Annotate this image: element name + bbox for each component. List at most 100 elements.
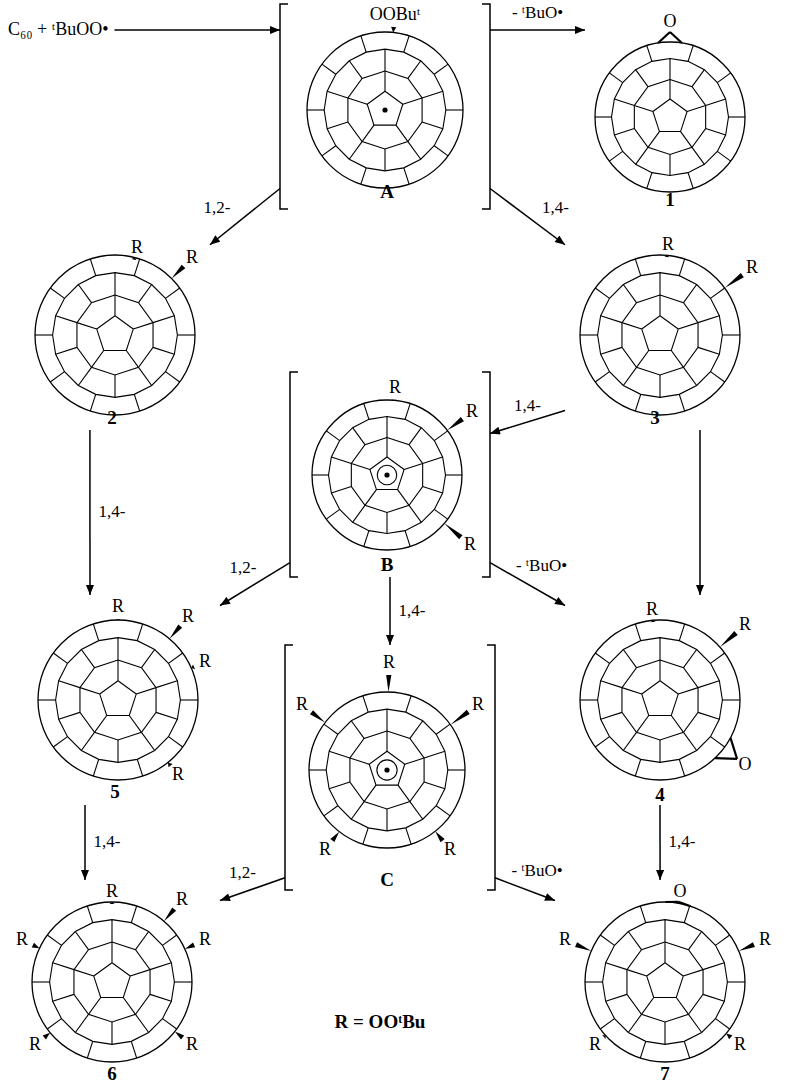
reaction-arrow: [389, 577, 391, 645]
cage-bond: [448, 769, 465, 770]
cage-bond: [168, 653, 182, 663]
cage-bond: [386, 513, 387, 534]
cage-bond: [353, 428, 365, 445]
cage-bond: [56, 638, 181, 763]
substituent-label: R: [172, 765, 184, 785]
cage-bond: [100, 681, 137, 716]
cage-bond: [329, 751, 350, 758]
cage-bond: [117, 638, 118, 660]
wedge-bond: [575, 942, 591, 951]
cage-bond: [53, 963, 74, 970]
structure-drawing: [32, 902, 195, 1062]
cage-bond: [689, 1014, 702, 1032]
cage-bond: [114, 375, 115, 397]
cage-bond: [664, 942, 665, 963]
structure-box: RRO4: [565, 595, 765, 805]
cage-bond: [134, 259, 139, 276]
cage-bond: [353, 505, 365, 522]
wedge-bond: [435, 831, 444, 842]
cage-bond: [436, 724, 450, 734]
cage-bond: [50, 288, 64, 298]
cage-bond: [710, 288, 724, 298]
substituent-label: R: [199, 652, 211, 672]
cage-bond: [350, 758, 369, 764]
cage-bond: [349, 61, 362, 79]
bracket: [290, 372, 298, 577]
cage-bond: [136, 932, 149, 950]
cage-bond: [32, 981, 50, 982]
cage-bond: [669, 80, 670, 100]
structure-drawing: [280, 4, 490, 209]
wedge-bond: [43, 1033, 50, 1040]
cage-bond: [679, 259, 684, 276]
cage-bond: [679, 394, 684, 411]
compound-label: 2: [107, 408, 117, 429]
reactant-box: C₆₀ + ᵗBuOO•: [5, 15, 114, 45]
cage-bond: [351, 463, 370, 469]
wedge-bond: [450, 710, 469, 725]
cage-bond: [434, 431, 447, 441]
substituent-label: O: [739, 755, 752, 775]
cage-bond: [130, 970, 150, 976]
wedge-bond: [650, 620, 655, 622]
reaction-label: 1,4-: [667, 833, 698, 852]
wedge-bond: [664, 255, 669, 257]
epoxide-bond: [730, 738, 737, 759]
cage-bond: [446, 109, 463, 110]
cage-bond: [38, 699, 56, 700]
bracket: [482, 372, 490, 577]
structure-box: RRRB: [290, 372, 490, 577]
cage-outline: [580, 620, 740, 780]
radical-ring: [377, 760, 397, 780]
cage-bond: [671, 351, 683, 368]
cage-bond: [410, 802, 423, 820]
structure-box: OOBuᵗA: [280, 4, 490, 209]
cage-bond: [614, 129, 634, 135]
substituent-label: R: [464, 535, 476, 555]
reaction-arrow: [114, 29, 280, 31]
cage-bond: [386, 731, 387, 751]
cage-bond: [312, 474, 329, 475]
cage-bond: [165, 288, 179, 298]
cage-bond: [91, 351, 103, 368]
cage-bond: [162, 1019, 176, 1029]
reaction-arrow: [495, 878, 555, 901]
cage-bond: [408, 61, 421, 79]
reaction-arrow: [699, 430, 701, 595]
cage-bond: [324, 49, 446, 171]
cage-bond: [136, 1014, 149, 1032]
cage-bond: [423, 457, 443, 463]
cage-bond: [349, 142, 362, 160]
reactant-text: C₆₀ + ᵗBuOO•: [8, 20, 108, 40]
legend-note: R = OOᵗBu: [335, 1012, 426, 1033]
cage-bond: [692, 70, 704, 87]
cage-bond: [634, 105, 653, 111]
cage-bond: [688, 46, 693, 62]
cage-bond: [153, 316, 174, 323]
substituent-label: R: [389, 378, 401, 398]
cage-outline: [309, 692, 465, 848]
cage-bond: [622, 295, 698, 375]
bracket: [487, 645, 495, 890]
cage-bond: [603, 920, 728, 1045]
cage-bond: [361, 168, 366, 184]
cage-bond: [409, 505, 421, 522]
cage-outline: [38, 620, 198, 780]
cage-bond: [386, 809, 387, 831]
cage-bond: [642, 316, 679, 351]
substituent-label: R: [383, 653, 395, 673]
cage-bond: [137, 759, 142, 776]
cage-bond: [422, 91, 443, 98]
cage-bond: [77, 323, 97, 329]
cage-bond: [623, 732, 636, 750]
cage-bond: [698, 347, 719, 354]
cage-bond: [434, 509, 447, 519]
cage-bond: [150, 963, 171, 970]
cage-bond: [351, 438, 422, 513]
cage-bond: [727, 981, 745, 982]
cage-bond: [684, 367, 697, 385]
cage-bond: [722, 699, 740, 700]
bracket: [482, 4, 490, 209]
wedge-bond: [391, 399, 396, 401]
